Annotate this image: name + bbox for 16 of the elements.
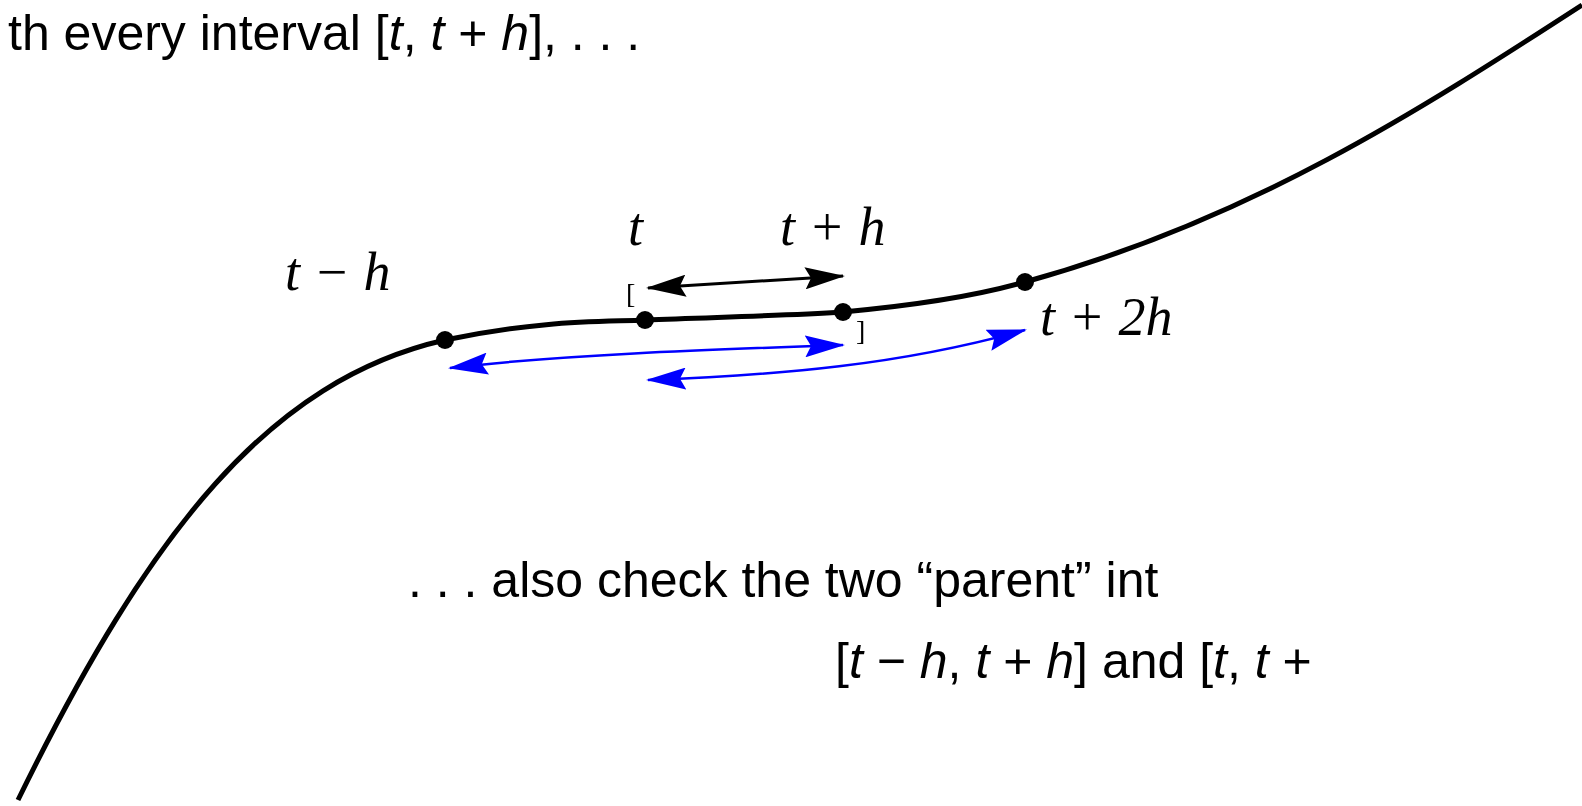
note-text: . . . also check the two “parent” int <box>408 555 1159 605</box>
point-label: t + h <box>780 200 886 254</box>
point-marker <box>834 303 852 321</box>
double-arrow <box>646 328 1027 390</box>
point-label: t + 2h <box>1040 290 1173 344</box>
interval-bracket: [ <box>626 280 636 308</box>
point-marker <box>1016 273 1034 291</box>
note-text: [t − h, t + h] and [t, t + <box>835 636 1312 686</box>
point-label: t − h <box>285 245 391 299</box>
double-arrow <box>448 335 845 375</box>
double-arrow <box>646 267 845 297</box>
heading-text: th every interval [t, t + h], . . . <box>8 8 641 58</box>
interval-bracket: ] <box>856 317 866 345</box>
point-label: t <box>628 200 643 254</box>
point-marker <box>636 311 654 329</box>
point-marker <box>436 331 454 349</box>
